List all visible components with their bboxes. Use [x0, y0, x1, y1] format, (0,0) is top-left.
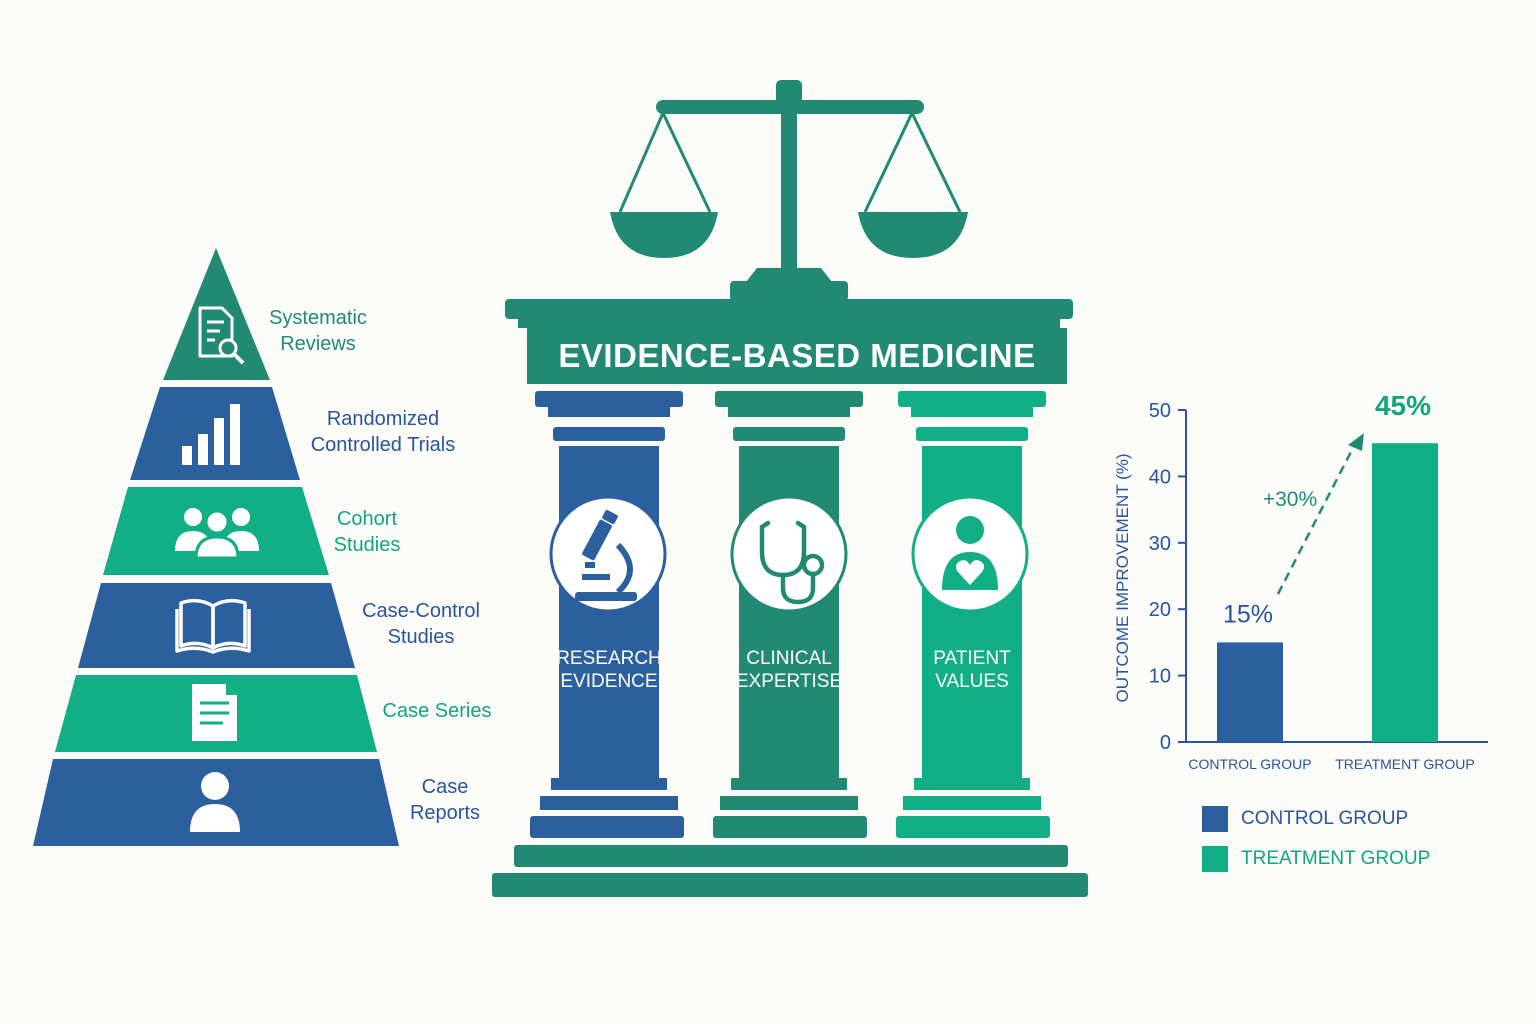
legend-item-control: CONTROL GROUP: [1202, 805, 1408, 833]
y-tick-label: 0: [1160, 732, 1171, 754]
legend-label-control: CONTROL GROUP: [1241, 808, 1409, 829]
temple-title-banner: [527, 328, 1067, 384]
improvement-arrow: [1276, 433, 1364, 595]
pyramid-label-rcts: Randomized Controlled Trials: [310, 408, 456, 456]
pillar-research-evidence: [530, 391, 684, 838]
patient-heart-icon: [911, 495, 1029, 613]
y-tick-label: 50: [1149, 400, 1171, 422]
x-category-label: TREATMENT GROUP: [1335, 756, 1475, 772]
bar-chart-icon: [182, 404, 240, 465]
legend-swatch-treatment: [1202, 846, 1228, 872]
legend-label-treatment: TREATMENT GROUP: [1241, 848, 1431, 869]
temple-base-lower: [492, 873, 1088, 897]
improvement-annotation: +30%: [1263, 488, 1317, 511]
chart-y-axis-label: OUTCOME IMPROVEMENT (%): [1113, 453, 1132, 702]
outcome-bar-chart: 0 10 20 30 40 50 15% CONTROL GROUP 45% TREATMENT…: [1113, 390, 1488, 772]
bar-control: [1217, 642, 1283, 742]
temple-title: EVIDENCE-BASED MEDICINE: [558, 337, 1036, 374]
pyramid-label-case-control: Case-Control Studies: [362, 600, 480, 648]
temple-cornice-lower: [518, 318, 1060, 328]
data-label-treatment: 45%: [1375, 390, 1431, 421]
x-category-label: CONTROL GROUP: [1188, 756, 1311, 772]
data-label-control: 15%: [1223, 600, 1273, 628]
pillar-label-patient-values: PATIENT VALUES: [933, 648, 1011, 692]
legend-item-treatment: TREATMENT GROUP: [1202, 845, 1430, 873]
evidence-pyramid: [33, 248, 399, 846]
microscope-icon: [549, 495, 667, 613]
y-tick-label: 30: [1149, 533, 1171, 555]
pillar-clinical-expertise: [713, 391, 867, 838]
evidence-based-medicine-temple: [492, 80, 1088, 897]
pyramid-label-systematic-reviews: Systematic Reviews: [269, 307, 367, 355]
scales-of-justice-icon: [610, 80, 968, 301]
pyramid-level-case-control: [78, 583, 355, 668]
document-search-icon: [198, 306, 245, 365]
open-book-icon: [175, 598, 251, 654]
stethoscope-icon: [730, 495, 848, 613]
person-icon: [190, 772, 240, 832]
pyramid-label-case-reports: Case Reports: [409, 776, 481, 824]
y-tick-label: 10: [1149, 666, 1171, 688]
pyramid-label-case-series: Case Series: [382, 700, 492, 722]
pyramid-level-systematic-reviews: [163, 248, 270, 380]
legend-swatch-control: [1202, 806, 1228, 832]
group-icon: [175, 508, 259, 560]
bar-treatment: [1372, 443, 1438, 742]
y-tick-label: 20: [1149, 599, 1171, 621]
pillar-label-clinical-expertise: CLINICAL EXPERTISE: [735, 648, 843, 692]
pyramid-level-case-reports: [33, 759, 399, 846]
temple-base-upper: [514, 845, 1068, 867]
y-tick-label: 40: [1149, 466, 1171, 488]
document-icon: [192, 684, 237, 741]
pillar-patient-values: [896, 391, 1050, 838]
pyramid-label-cohort: Cohort Studies: [333, 508, 401, 556]
pillar-label-research-evidence: RESEARCH EVIDENCE: [556, 648, 662, 692]
temple-cornice: [505, 299, 1073, 319]
